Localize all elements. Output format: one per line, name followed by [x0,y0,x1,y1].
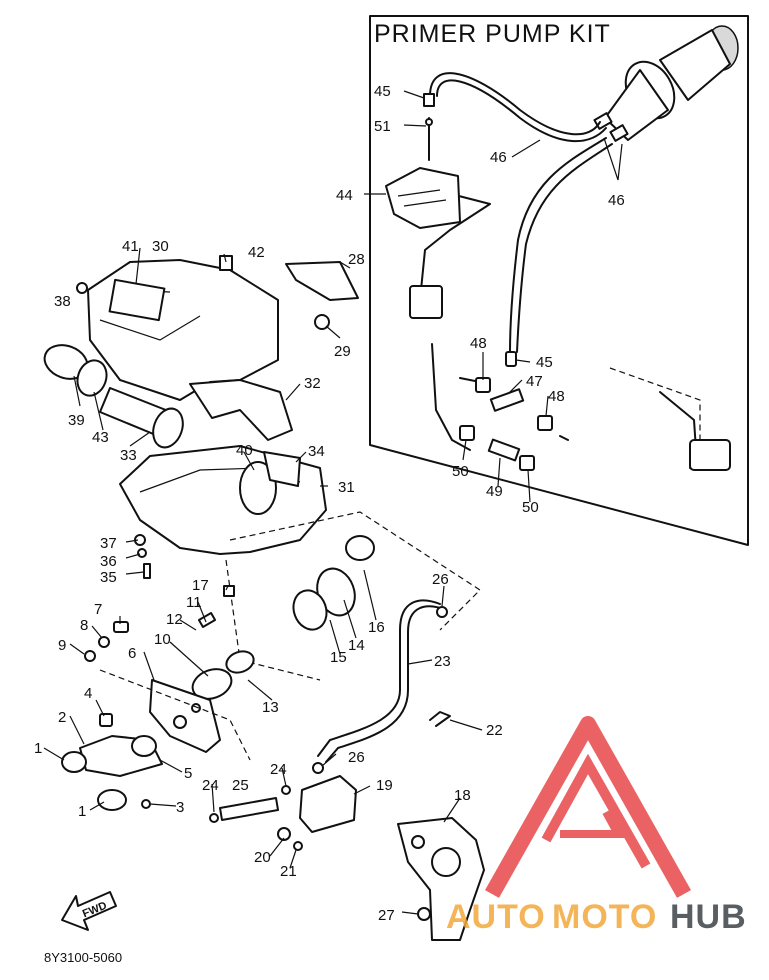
callout-26: 26 [348,749,365,766]
callout-24: 24 [202,777,219,794]
callout-42: 42 [248,244,265,261]
joint-and-clamps [191,511,481,700]
callout-45: 45 [374,83,391,100]
callout-16: 16 [368,619,385,636]
callout-30: 30 [152,238,169,255]
watermark-hub: HUB [670,898,747,936]
callout-1: 1 [78,803,86,820]
callout-2: 2 [58,709,66,726]
stay-part-18 [397,817,485,941]
callout-41: 41 [122,238,139,255]
carburetor-part-44 [385,93,461,229]
callout-29: 29 [334,343,351,360]
kit-title: PRIMER PUMP KIT [374,20,611,48]
callout-33: 33 [120,447,137,464]
callout-21: 21 [280,863,297,880]
callout-43: 43 [92,429,109,446]
callout-50: 50 [452,463,469,480]
primer-pump-body [593,25,739,142]
callout-5: 5 [184,765,192,782]
callout-31: 31 [338,479,355,496]
callout-36: 36 [100,553,117,570]
callout-13: 13 [262,699,279,716]
callout-49: 49 [486,483,503,500]
callout-labels: 45 51 44 46 46 45 48 47 48 50 49 50 41 3… [34,83,625,924]
callout-48: 48 [548,388,565,405]
intake-ducts [43,344,293,449]
callout-14: 14 [348,637,365,654]
mount-bracket-parts [61,621,251,811]
leader-lines [43,90,623,915]
callout-50: 50 [522,499,539,516]
callout-6: 6 [128,645,136,662]
callout-24: 24 [270,761,287,778]
callout-1: 1 [34,740,42,757]
callout-48: 48 [470,335,487,352]
callout-47: 47 [526,373,543,390]
automotohub-watermark-logo: AUTO MOTO HUB [446,716,747,936]
overflow-tank-part-19 [209,775,357,851]
callout-25: 25 [232,777,249,794]
callout-44: 44 [336,187,353,204]
callout-8: 8 [80,617,88,634]
callout-18: 18 [454,787,471,804]
callout-3: 3 [176,799,184,816]
callout-17: 17 [192,577,209,594]
callout-27: 27 [378,907,395,924]
primer-hoses [419,72,701,469]
callout-45: 45 [536,354,553,371]
callout-46: 46 [608,192,625,209]
callout-23: 23 [434,653,451,670]
callout-4: 4 [84,685,92,702]
breather-hose-part-23 [312,599,448,774]
callout-7: 7 [94,601,102,618]
primer-pump-kit-frame: PRIMER PUMP KIT [369,15,749,546]
air-cleaner-cover-part-30 [76,255,359,401]
callout-34: 34 [308,443,325,460]
callout-11: 11 [186,594,202,611]
callout-26: 26 [432,571,449,588]
air-cleaner-case-part-31 [119,445,327,579]
callout-46: 46 [490,149,507,166]
callout-12: 12 [166,611,183,628]
forward-arrow-icon: FWD [61,891,117,931]
callout-38: 38 [54,293,71,310]
callout-51: 51 [374,118,391,135]
callout-35: 35 [100,569,117,586]
callout-22: 22 [486,722,503,739]
callout-20: 20 [254,849,271,866]
watermark-moto: MOTO [552,898,657,936]
primer-fittings [409,285,731,471]
callout-9: 9 [58,637,66,654]
callout-39: 39 [68,412,85,429]
callout-37: 37 [100,535,117,552]
callout-28: 28 [348,251,365,268]
callout-15: 15 [330,649,347,666]
callout-10: 10 [154,631,171,648]
catalog-code: 8Y3100-5060 [44,950,122,965]
callout-40: 40 [236,442,253,459]
clip-part-22 [429,711,451,727]
callout-32: 32 [304,375,321,392]
callout-19: 19 [376,777,393,794]
watermark-auto: AUTO [446,898,546,936]
